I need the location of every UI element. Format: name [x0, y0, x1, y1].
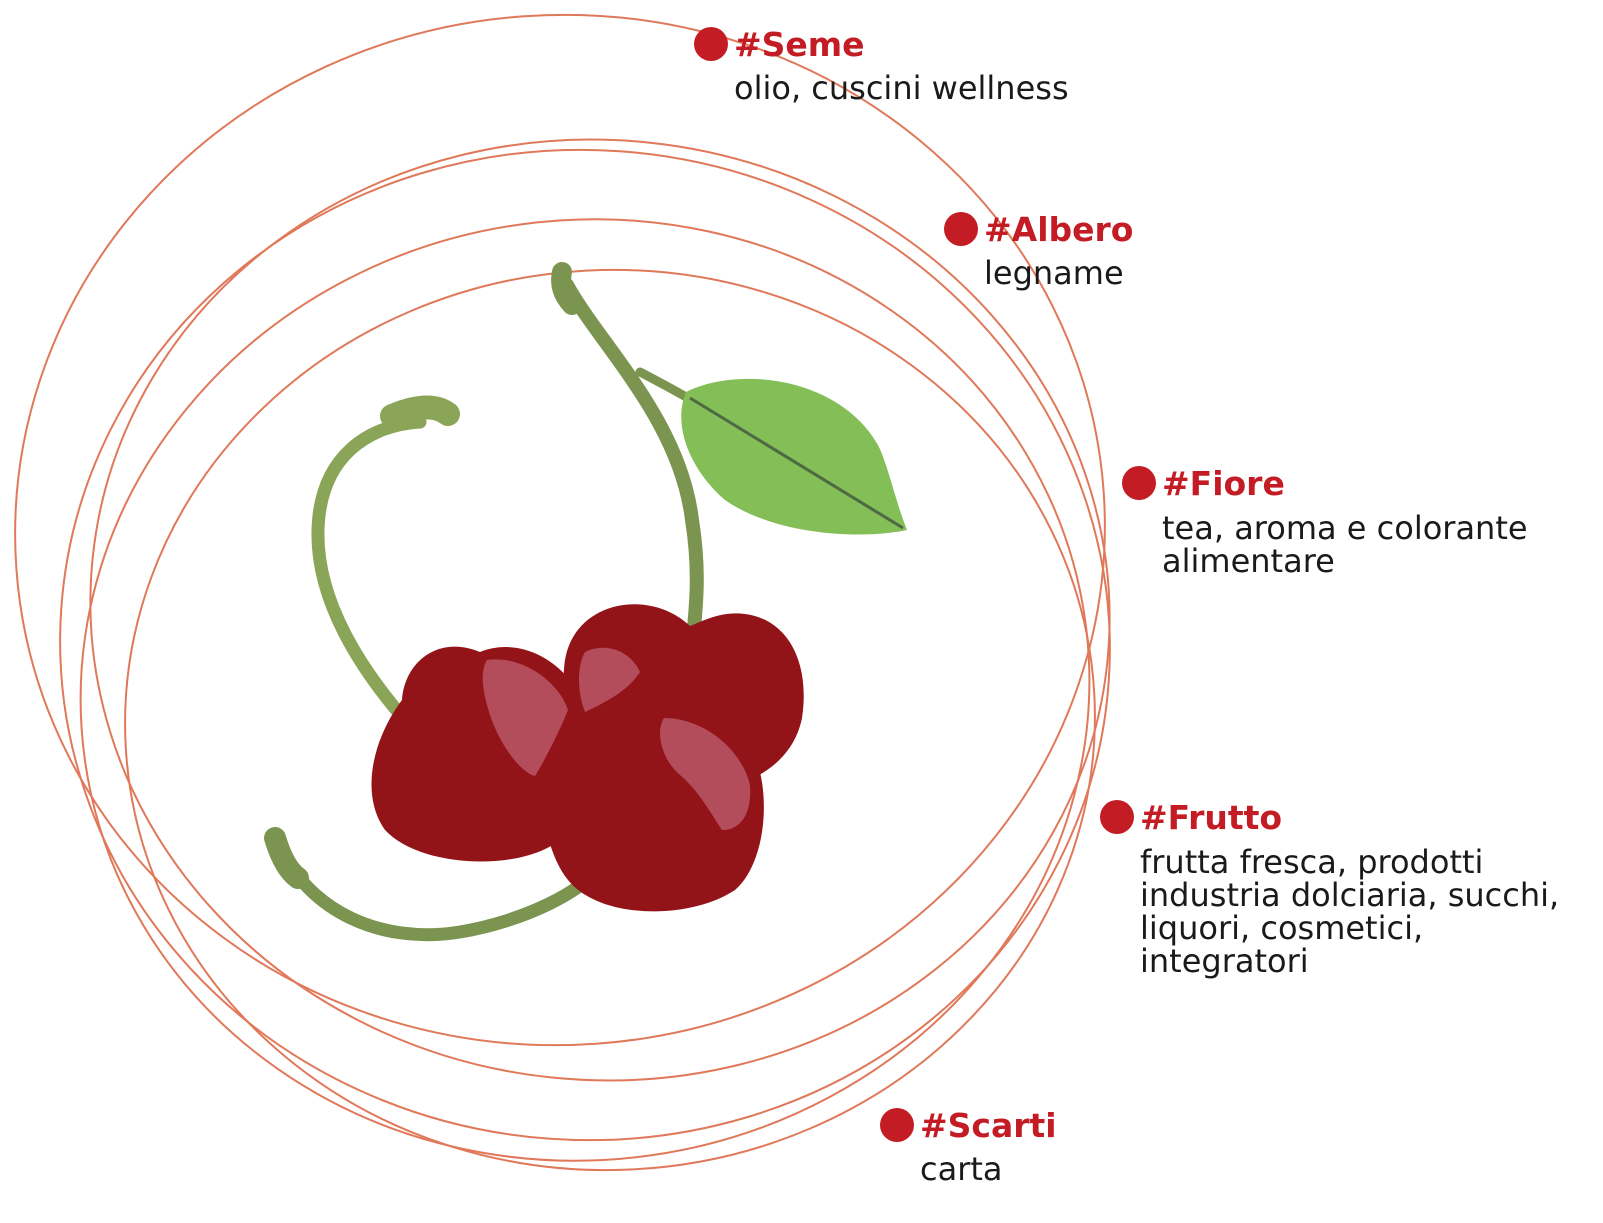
description-line: alimentare [1162, 545, 1528, 578]
description-line: industria dolciaria, succhi, [1140, 879, 1559, 912]
label-seme-description: olio, cuscini wellness [734, 72, 1069, 105]
description-line: olio, cuscini wellness [734, 72, 1069, 105]
description-line: integratori [1140, 945, 1559, 978]
description-line: tea, aroma e colorante [1162, 512, 1528, 545]
stem-left-tip [392, 407, 448, 416]
stem-bottom-tip [275, 838, 298, 878]
orbit-rings [0, 0, 1156, 1223]
marker-dot [1122, 466, 1156, 500]
label-scarti-title: #Scarti [920, 1109, 1057, 1142]
orbit-ring [0, 0, 1140, 1082]
label-seme-title: #Seme [734, 28, 865, 61]
marker-dot [1100, 800, 1134, 834]
stem-center-tip [561, 272, 572, 305]
description-line: legname [984, 257, 1124, 290]
label-albero-description: legname [984, 257, 1124, 290]
stem-left [318, 422, 420, 728]
description-line: carta [920, 1153, 1003, 1186]
marker-dot [944, 212, 978, 246]
description-line: frutta fresca, prodotti [1140, 846, 1559, 879]
marker-dot [694, 27, 728, 61]
marker-dot [880, 1108, 914, 1142]
description-line: liquori, cosmetici, [1140, 912, 1559, 945]
label-frutto-title: #Frutto [1140, 801, 1282, 834]
label-scarti-description: carta [920, 1153, 1003, 1186]
label-albero-title: #Albero [984, 213, 1133, 246]
label-fiore-title: #Fiore [1162, 467, 1285, 500]
stem-center [567, 285, 697, 628]
